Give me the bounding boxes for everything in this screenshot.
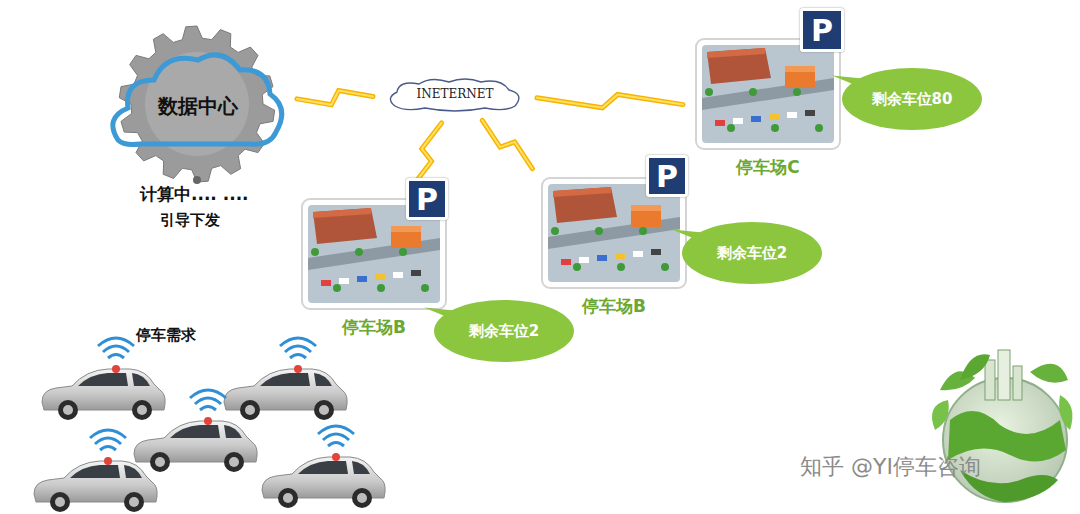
- status-text: 计算中.... ....: [140, 183, 249, 206]
- green-globe: [932, 350, 1072, 502]
- group-label: 停车需求: [136, 326, 196, 345]
- data-center-cloud: 数据中心: [110, 22, 285, 182]
- lightning-connector: [297, 91, 373, 105]
- parking-sign: P: [646, 155, 688, 197]
- parking-lot-picture: [695, 38, 841, 150]
- lightning-connector: [482, 120, 532, 168]
- remaining-spaces-bubble: 剩余车位2: [682, 222, 822, 284]
- watermark: 知乎 @YI停车咨询: [800, 452, 981, 482]
- parking-sign: P: [800, 8, 844, 52]
- lightning-connector: [537, 95, 683, 108]
- parking-lot-tile: 停车场B: [541, 177, 687, 318]
- internet-cloud: INETERNET: [385, 76, 525, 112]
- status-text: 引导下发: [160, 211, 220, 230]
- parking-lot-tile: 停车场C: [695, 38, 841, 179]
- mall-illustration: [695, 38, 841, 150]
- remaining-spaces-bubble: 剩余车位2: [434, 300, 574, 362]
- parking-sign: P: [406, 178, 448, 220]
- remaining-spaces-bubble: 剩余车位80: [842, 68, 982, 130]
